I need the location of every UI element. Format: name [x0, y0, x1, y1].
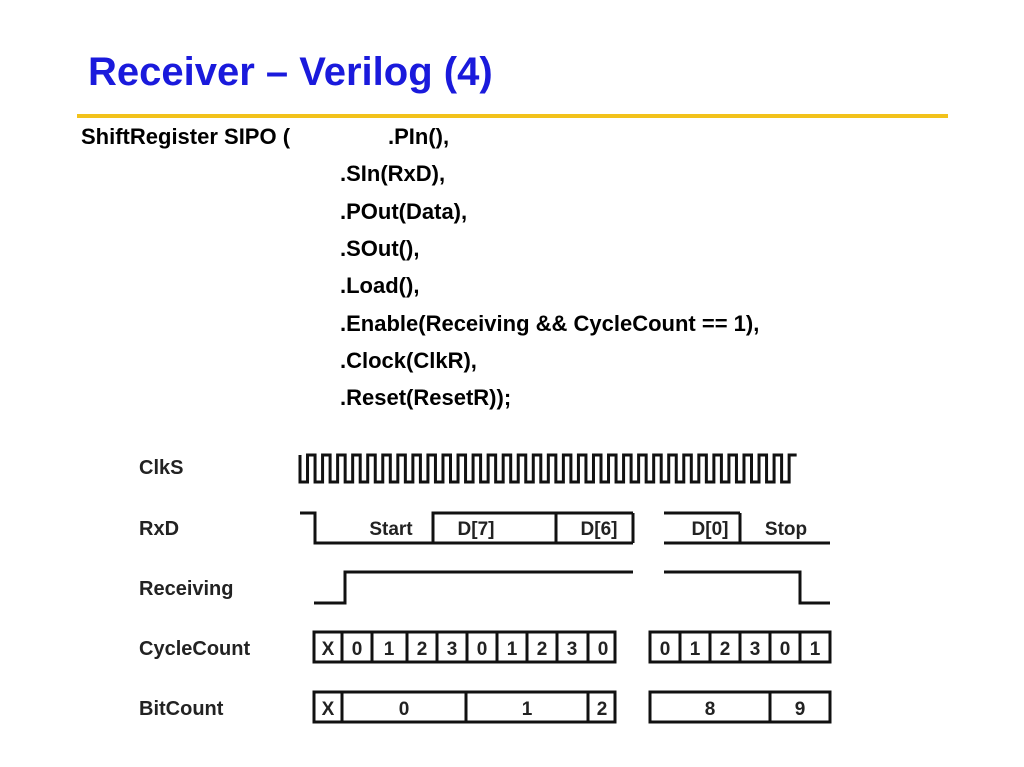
rxd-field-d7: D[7]	[458, 519, 495, 540]
cyclecount-cell: 1	[507, 639, 518, 660]
cyclecount-cell: 0	[660, 639, 671, 660]
cyclecount-cell: 2	[720, 639, 731, 660]
cyclecount-cell: 0	[477, 639, 488, 660]
rxd-field-d6: D[6]	[581, 519, 618, 540]
code-port-6: .Clock(ClkR),	[340, 348, 477, 373]
signal-label-receiving: Receiving	[139, 578, 233, 600]
title-divider	[77, 114, 948, 118]
cyclecount-cell: 0	[352, 639, 363, 660]
cyclecount-cell: 1	[810, 639, 821, 660]
code-port-2: .POut(Data),	[340, 199, 468, 224]
rxd-waveform	[300, 511, 830, 545]
code-port-3: .SOut(),	[340, 236, 420, 261]
cyclecount-cell: 3	[447, 639, 458, 660]
cyclecount-cell: 0	[598, 639, 609, 660]
cyclecount-cell: 2	[417, 639, 428, 660]
bitcount-bus	[312, 690, 832, 724]
bitcount-cell: 0	[399, 699, 410, 720]
signal-label-cyclecount: CycleCount	[139, 638, 250, 660]
cyclecount-bus	[312, 630, 832, 664]
signal-label-rxd: RxD	[139, 518, 179, 540]
signal-label-bitcount: BitCount	[139, 698, 224, 720]
code-port-7: .Reset(ResetR));	[340, 385, 512, 410]
cyclecount-cell: X	[322, 639, 335, 660]
cyclecount-cell: 0	[780, 639, 791, 660]
bitcount-cell: X	[322, 699, 335, 720]
signal-label-clks: ClkS	[139, 457, 183, 479]
cyclecount-cell: 3	[567, 639, 578, 660]
slide-title: Receiver – Verilog (4)	[88, 50, 493, 94]
bitcount-cell: 1	[522, 699, 533, 720]
rxd-field-stop: Stop	[765, 519, 807, 540]
rxd-field-d0: D[0]	[692, 519, 729, 540]
code-port-1: .SIn(RxD),	[340, 161, 446, 186]
code-port-4: .Load(),	[340, 273, 420, 298]
bitcount-cell: 2	[597, 699, 608, 720]
rxd-field-start: Start	[369, 519, 413, 540]
cyclecount-cell: 2	[537, 639, 548, 660]
clks-waveform	[298, 453, 797, 484]
receiving-waveform	[314, 570, 830, 605]
bitcount-cell: 9	[795, 699, 806, 720]
cyclecount-cell: 1	[384, 639, 395, 660]
code-header: ShiftRegister SIPO (	[81, 124, 291, 149]
cyclecount-cell: 3	[750, 639, 761, 660]
code-port-5: .Enable(Receiving && CycleCount == 1),	[340, 311, 760, 336]
code-port-0: .PIn(),	[388, 124, 450, 149]
cyclecount-cell: 1	[690, 639, 701, 660]
bitcount-cell: 8	[705, 699, 716, 720]
